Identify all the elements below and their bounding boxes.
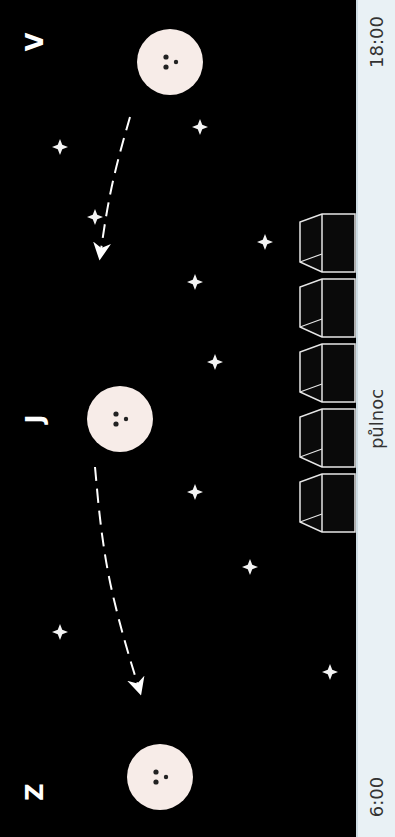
star [187, 274, 203, 290]
house [300, 409, 355, 467]
star [322, 664, 338, 680]
house [300, 214, 355, 272]
direction-label: J [21, 415, 49, 424]
star [257, 234, 273, 250]
direction-label: Z [21, 783, 49, 800]
house [300, 474, 355, 532]
moon [127, 744, 193, 810]
moon [137, 29, 203, 95]
direction-label: V [21, 33, 49, 52]
horizon [356, 0, 358, 837]
house [300, 279, 355, 337]
moon [87, 386, 153, 452]
moon-path-arrow [100, 117, 130, 257]
star [207, 354, 223, 370]
house [300, 344, 355, 402]
time-label: 6:00 [366, 777, 387, 817]
star [187, 484, 203, 500]
ground [357, 0, 395, 837]
star [87, 209, 103, 225]
moon-path-arrow [95, 467, 140, 692]
star [192, 119, 208, 135]
star [242, 559, 258, 575]
star [52, 139, 68, 155]
star [52, 624, 68, 640]
time-label: 18:00 [366, 16, 387, 68]
time-label: půlnoc [366, 389, 387, 449]
